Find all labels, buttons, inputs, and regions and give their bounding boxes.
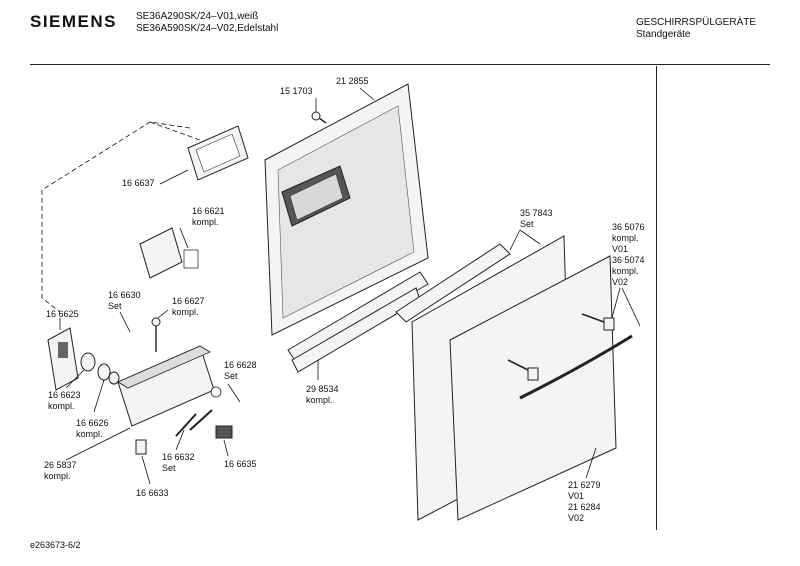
leader-166635 [223, 439, 229, 457]
gasket-ring [80, 352, 96, 372]
label-166621: 16 6621 kompl. [192, 206, 225, 227]
label-216279: 21 6279 V01 21 6284 V02 [568, 480, 601, 523]
dispenser-part [139, 227, 183, 279]
label-166630: 16 6630 Set [108, 290, 141, 311]
dispenser-seal [183, 249, 199, 269]
leader-166633 [141, 455, 151, 485]
leader-212855 [359, 87, 375, 101]
model-info: SE36A290SK/24–V01,weiß SE36A590SK/24–V02… [136, 11, 278, 35]
leader-166626 [93, 379, 105, 413]
label-166637: 16 6637 [122, 178, 155, 188]
label-151703: 15 1703 [280, 86, 313, 96]
label-166623: 16 6623 kompl. [48, 390, 81, 411]
footer-code: e263673-6/2 [30, 540, 81, 550]
handle-bracket-left [527, 367, 539, 381]
spring-166632 [175, 413, 197, 437]
door-handle [519, 334, 633, 400]
leader-166621 [179, 227, 189, 249]
label-357843: 35 7843 Set [520, 208, 553, 229]
leader-265837 [65, 427, 131, 461]
label-166625: 16 6625 [46, 309, 79, 319]
model-line-2: SE36A590SK/24–V02,Edelstahl [136, 23, 279, 34]
leader-166632 [175, 429, 185, 451]
spring-166632-b [189, 409, 213, 431]
label-166628: 16 6628 Set [224, 360, 257, 381]
category-line-1: GESCHIRRSPÜLGERÄTE [636, 17, 757, 28]
leader-166630 [119, 311, 131, 333]
seal-strip [287, 271, 429, 363]
screw-166627 [151, 317, 161, 327]
inner-door-recess [277, 105, 415, 319]
control-module-top [117, 345, 211, 389]
handle-bracket-right [603, 317, 615, 331]
leader-357843-b [519, 229, 541, 245]
side-panel-back [395, 243, 511, 323]
label-166626: 16 6626 kompl. [76, 418, 109, 439]
header-rule [30, 64, 770, 65]
leader-166637 [159, 169, 189, 185]
leader-357843 [509, 229, 521, 251]
category-info: GESCHIRRSPÜLGERÄTE Standgeräte [636, 17, 756, 41]
label-365076: 36 5076 kompl. V01 36 5074 kompl. V02 [612, 222, 645, 287]
clip-166633 [135, 439, 147, 455]
label-166635: 16 6635 [224, 459, 257, 469]
model-line-1: SE36A290SK/24–V01,weiß [136, 11, 259, 22]
column-divider [656, 66, 657, 530]
label-298534: 29 8534 kompl. [306, 384, 339, 405]
leader-166628 [227, 383, 241, 403]
label-166633: 16 6633 [136, 488, 169, 498]
screw-head [311, 111, 321, 121]
brand-logo: SIEMENS [30, 12, 118, 31]
washer-166628 [210, 386, 222, 398]
bracket-screw-right [581, 313, 605, 323]
gasket-ring-2 [97, 363, 111, 381]
hinge-part [47, 327, 79, 391]
gasket-ring-3 [108, 371, 120, 385]
detergent-box-inner [289, 173, 344, 221]
leader-365076 [611, 287, 621, 319]
hinge-window [58, 342, 68, 358]
frame-inner [195, 133, 241, 173]
leader-216279 [585, 447, 597, 479]
plug-166635 [215, 425, 233, 439]
label-212855: 21 2855 [336, 76, 369, 86]
screw-shaft [318, 117, 327, 124]
label-166627: 16 6627 kompl. [172, 296, 205, 317]
leader-166627 [157, 309, 169, 319]
assembly-dashed-outline [41, 121, 191, 313]
category-line-2: Standgeräte [636, 29, 691, 40]
label-166632: 16 6632 Set [162, 452, 195, 473]
bracket-screw-left [507, 359, 529, 371]
assembly-dashed-link [149, 121, 201, 141]
leader-365076-b [621, 287, 641, 327]
leader-166623 [65, 369, 85, 389]
label-265837: 26 5837 kompl. [44, 460, 77, 481]
outer-door-panel [449, 255, 617, 521]
